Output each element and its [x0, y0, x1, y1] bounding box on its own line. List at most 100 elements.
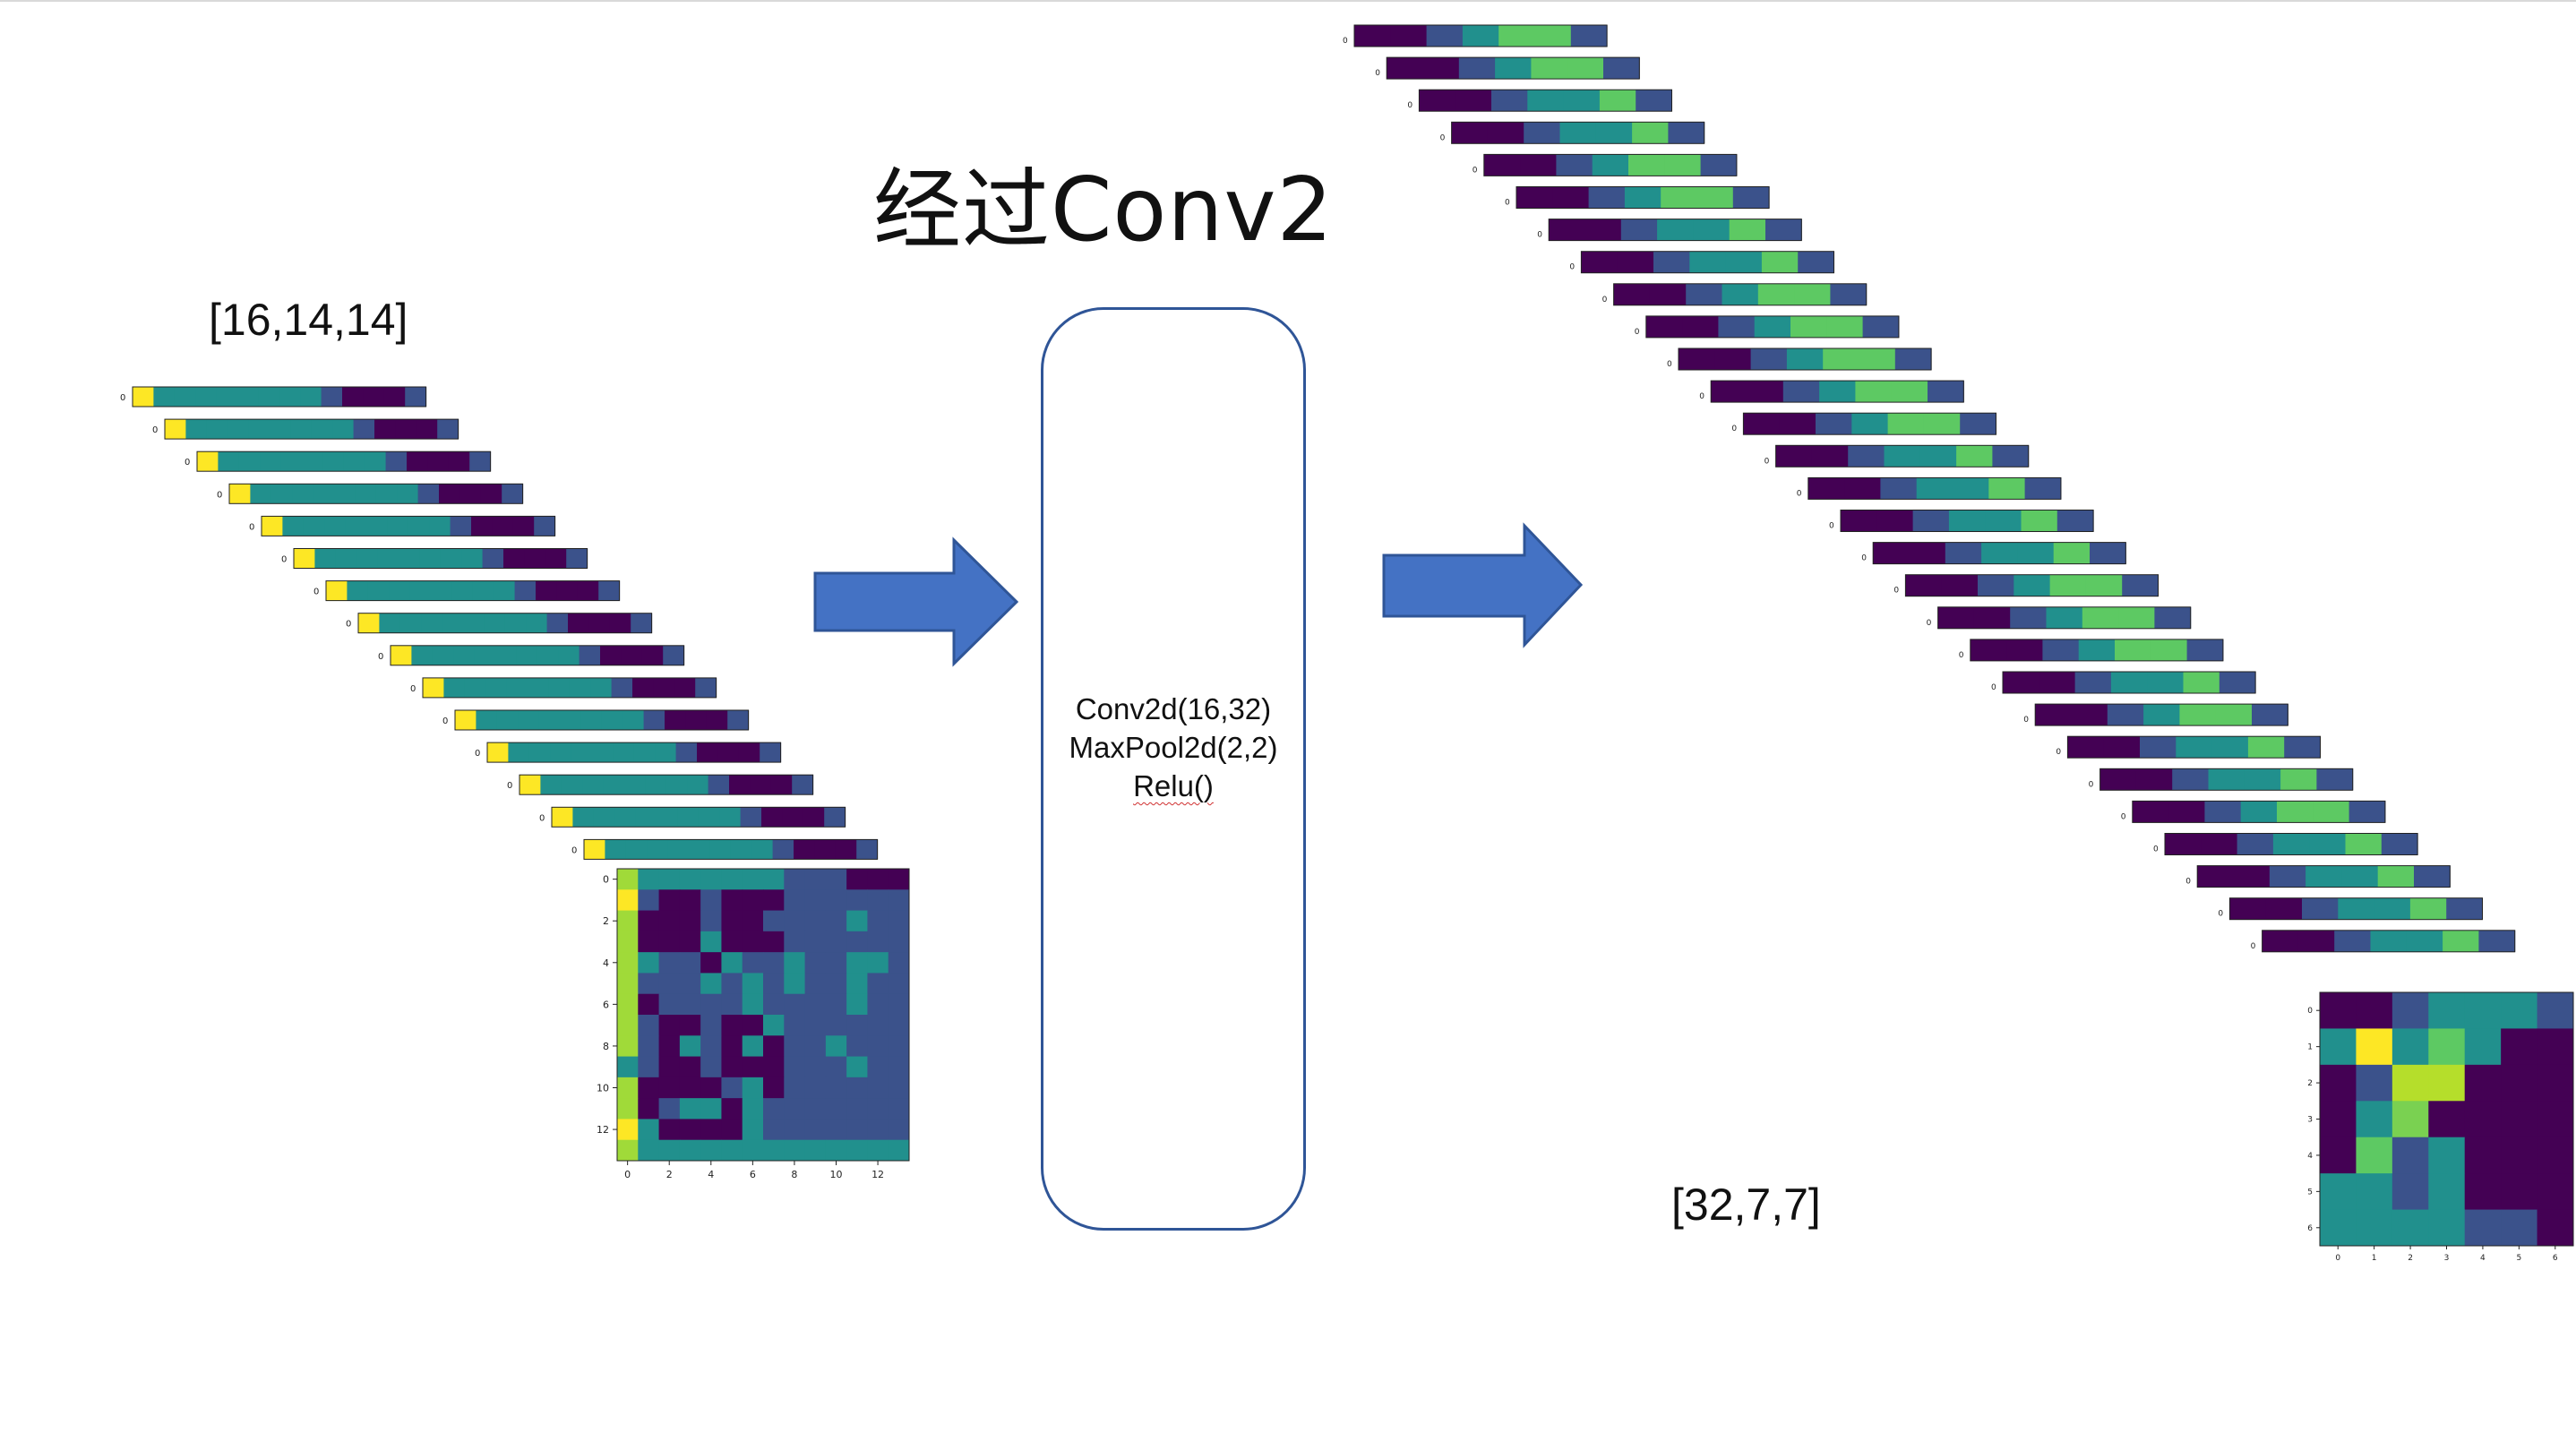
output-channel-strip: 0 [1797, 476, 2062, 500]
output-channel-strip: 0 [1667, 347, 1932, 371]
matrix-y-tick: 10 [597, 1083, 609, 1094]
strip-tick-label: 0 [217, 490, 222, 500]
slide-title: 经过Conv2 [873, 159, 1334, 262]
strip-tick-label: 0 [507, 781, 512, 791]
strip-tick-label: 0 [2023, 716, 2029, 725]
matrix-y-tick: 4 [2307, 1152, 2313, 1161]
input-channel-strip: 0 [475, 742, 782, 763]
strip-tick-label: 0 [1602, 296, 1608, 305]
input-channel-strip: 0 [539, 806, 846, 828]
matrix-x-tick: 0 [624, 1169, 631, 1180]
operation-text: Conv2d(16,32) MaxPool2d(2,2) Relu() [1041, 690, 1306, 805]
strip-tick-label: 0 [442, 716, 448, 726]
matrix-y-tick: 6 [603, 999, 609, 1010]
strip-tick-label: 0 [185, 458, 190, 468]
strip-tick-label: 0 [1440, 133, 1446, 142]
strip-tick-label: 0 [1343, 37, 1348, 46]
matrix-x-tick: 10 [830, 1169, 843, 1180]
maxpool-label: MaxPool2d(2,2) [1069, 731, 1278, 764]
input-channel-strip: 0 [281, 548, 588, 569]
output-channel-strip: 0 [1765, 444, 2030, 468]
strip-tick-label: 0 [1375, 69, 1380, 78]
input-channel-strip: 0 [410, 677, 717, 699]
strip-tick-label: 0 [410, 684, 416, 694]
strip-tick-label: 0 [152, 425, 158, 435]
strip-tick-label: 0 [2056, 748, 2061, 757]
matrix-y-tick: 2 [603, 915, 609, 927]
matrix-y-tick: 0 [2307, 1007, 2313, 1016]
strip-tick-label: 0 [571, 845, 577, 855]
output-channel-strip: 0 [1537, 219, 1802, 242]
output-channel-strip: 0 [1731, 412, 1997, 435]
input-channel-strip: 0 [346, 613, 653, 634]
strip-tick-label: 0 [1635, 328, 1640, 337]
input-channel-strip: 0 [120, 386, 427, 408]
matrix-x-tick: 5 [2516, 1254, 2521, 1263]
output-channel-strip: 0 [1602, 283, 1868, 306]
output-channel-strip: 0 [2089, 768, 2354, 791]
op-to-output-arrow [1382, 522, 1584, 648]
matrix-y-tick: 12 [597, 1124, 609, 1136]
strip-tick-label: 0 [1407, 101, 1413, 110]
operation-box [1041, 307, 1306, 1231]
matrix-x-tick: 6 [750, 1169, 756, 1180]
matrix-x-tick: 1 [2372, 1254, 2377, 1263]
strip-tick-label: 0 [1569, 263, 1575, 272]
output-channel-strip: 0 [1473, 153, 1738, 176]
strip-tick-label: 0 [2251, 942, 2256, 951]
matrix-y-tick: 4 [603, 957, 609, 969]
matrix-x-tick: 8 [791, 1169, 797, 1180]
matrix-y-tick: 6 [2307, 1224, 2313, 1233]
matrix-y-tick: 5 [2307, 1188, 2313, 1197]
strip-tick-label: 0 [249, 522, 254, 532]
strip-tick-label: 0 [2218, 910, 2223, 919]
output-channel-strip: 0 [2251, 930, 2516, 953]
matrix-y-tick: 3 [2307, 1116, 2313, 1125]
strip-tick-label: 0 [1699, 392, 1704, 401]
output-channel-strip: 0 [2023, 703, 2288, 726]
strip-tick-label: 0 [313, 588, 319, 597]
strip-tick-label: 0 [1797, 489, 1802, 498]
matrix-x-tick: 2 [2408, 1254, 2413, 1263]
output-channel-strip: 0 [1829, 510, 2094, 532]
conv2d-label: Conv2d(16,32) [1075, 692, 1272, 725]
relu-label: Relu() [1133, 769, 1214, 802]
output-channel-strip: 0 [1991, 671, 2256, 694]
strip-tick-label: 0 [281, 555, 287, 565]
top-divider [0, 0, 2576, 2]
input-channel-strip: 0 [152, 418, 459, 440]
strip-tick-label: 0 [1765, 457, 1770, 466]
strip-tick-label: 0 [1927, 619, 1932, 628]
output-channel-strip: 0 [2153, 833, 2418, 855]
output-shape-label: [32,7,7] [1671, 1180, 1821, 1230]
output-channel-strip: 0 [1861, 542, 2126, 565]
input-channel-strip: 0 [185, 450, 492, 472]
strip-tick-label: 0 [1473, 166, 1478, 175]
input-channel-strip: 0 [249, 515, 556, 536]
input-channel-strip: 0 [442, 709, 750, 731]
matrix-y-tick: 1 [2307, 1043, 2313, 1052]
input-channel-strip: 0 [507, 774, 814, 795]
strip-tick-label: 0 [1505, 199, 1510, 208]
matrix-y-tick: 2 [2307, 1079, 2313, 1088]
matrix-y-tick: 0 [603, 874, 609, 886]
strip-tick-label: 0 [1861, 554, 1867, 563]
strip-tick-label: 0 [120, 393, 125, 403]
strip-tick-label: 0 [475, 749, 480, 759]
strip-tick-label: 0 [539, 813, 545, 823]
output-channel-strip: 0 [1440, 121, 1705, 144]
strip-tick-label: 0 [1731, 425, 1737, 433]
output-channel-strip: 0 [1927, 606, 2192, 630]
input-channel-strip: 0 [571, 838, 879, 860]
input-to-op-arrow [813, 536, 1019, 667]
output-channel-strip: 0 [1893, 574, 2159, 597]
matrix-x-tick: 2 [666, 1169, 673, 1180]
input-channel-strip: 0 [217, 483, 524, 504]
matrix-x-tick: 12 [872, 1169, 884, 1180]
output-channel-strip: 0 [1407, 89, 1673, 112]
output-channel-strip: 0 [1635, 315, 1900, 339]
